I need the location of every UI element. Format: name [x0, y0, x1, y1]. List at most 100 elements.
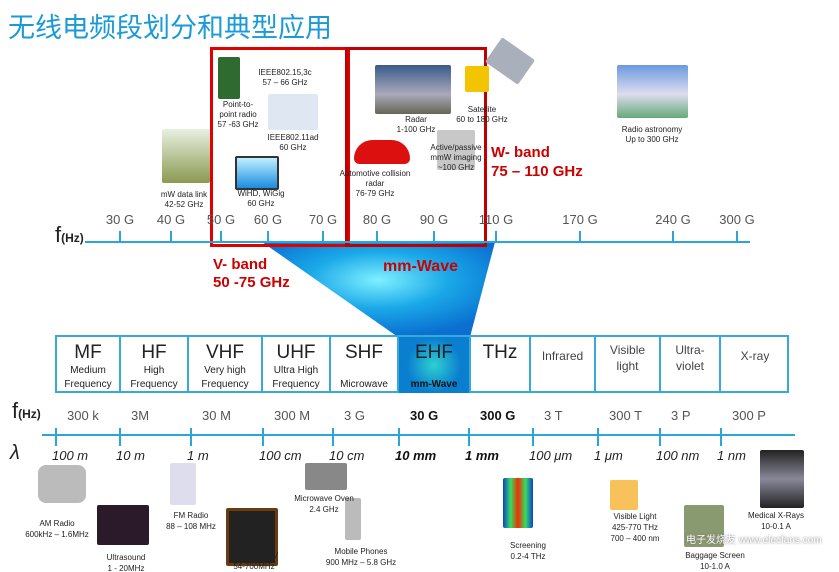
mm-wave-label: mm-Wave	[383, 258, 458, 275]
v-band-name: V- band	[213, 256, 268, 273]
top-tick	[433, 231, 435, 242]
f-label: f	[12, 398, 19, 423]
w-band-name: W- band	[491, 144, 550, 161]
band-name: Ultra-	[675, 343, 705, 357]
light-bulb-image	[610, 480, 638, 510]
band-name: Infrared	[541, 349, 584, 363]
soldier-image	[218, 57, 240, 99]
app-label-line: 60 GHz	[247, 199, 275, 208]
v-band-box	[210, 47, 350, 247]
app-label-line: 60 GHz	[279, 143, 307, 152]
watermark: 电子发烧友 www.elecfans.com	[686, 535, 822, 546]
body-scan-image	[437, 130, 475, 170]
top-tick-label: 110 G	[478, 212, 514, 227]
freq-label: 3 P	[671, 408, 691, 423]
freq-label: 300 P	[732, 408, 766, 423]
freq-label: 3 G	[344, 408, 365, 423]
bottom-tick	[190, 428, 192, 446]
screening-image	[503, 478, 533, 528]
band-desc: High	[143, 365, 165, 376]
satellite-dish-image	[465, 66, 489, 92]
app-label-line: Automotive collision	[339, 169, 411, 178]
title: 无线电频段划分和典型应用	[8, 13, 332, 44]
top-tick	[672, 231, 674, 242]
band-desc: Frequency	[272, 379, 320, 390]
band-abbr: VHF	[206, 342, 244, 363]
band-desc: Frequency	[130, 379, 178, 390]
band-abbr: UHF	[276, 342, 316, 363]
band-desc	[399, 365, 469, 377]
app-label-line: 1-100 GHz	[396, 125, 436, 134]
top-tick	[267, 231, 269, 242]
app-label-line: 10-1.0 A	[700, 562, 730, 571]
bottom-tick	[532, 428, 534, 446]
tv-image	[226, 508, 278, 566]
app-label-line: 0.2-4 THz	[510, 552, 546, 561]
app-label-line: 42-52 GHz	[164, 200, 204, 209]
app-label-line: 88 – 108 MHz	[166, 522, 216, 531]
monitor-image	[235, 156, 279, 190]
app-label: FM Radio 88 – 108 MHz	[166, 510, 216, 532]
bottom-tick	[119, 428, 121, 446]
app-label-line: 76-79 GHz	[355, 189, 395, 198]
app-label-line: Baggage Screen	[685, 551, 745, 560]
v-band-range: 50 -75 GHz	[213, 274, 290, 291]
top-tick	[376, 231, 378, 242]
app-label-line: AM Radio	[39, 519, 75, 528]
top-tick-label: 170 G	[562, 212, 598, 227]
top-tick-label: 90 G	[419, 212, 449, 227]
bottom-axis-line	[42, 434, 795, 436]
freq-label: 300 M	[274, 408, 311, 423]
band-desc: Very high	[204, 365, 246, 376]
lambda-label: λ	[10, 442, 20, 464]
app-label-line: mW data link	[160, 190, 208, 199]
am-radio-image	[38, 465, 86, 503]
wavelength-label: 100 nm	[656, 448, 700, 463]
app-label-line: IEEE802.15,3c	[258, 68, 312, 77]
band-name: violet	[675, 359, 704, 373]
bottom-tick	[332, 428, 334, 446]
freq-label: 3 T	[544, 408, 563, 423]
bottom-tick	[262, 428, 264, 446]
wavelength-label: 100 cm	[259, 448, 302, 463]
app-label-line: Up to 300 GHz	[625, 135, 679, 144]
baggage-image	[684, 505, 724, 547]
bottom-tick	[659, 428, 661, 446]
app-label-line: Radio astronomy	[621, 125, 683, 134]
app-label-line: Visible Light	[613, 512, 657, 521]
band-desc: Microwave	[340, 379, 388, 390]
top-tick-label: 300 G	[719, 212, 755, 227]
hz-unit: (Hz)	[18, 407, 41, 421]
top-tick	[579, 231, 581, 242]
band-abbr: EHF	[415, 342, 453, 363]
app-label-line: FM Radio	[173, 511, 209, 520]
radar-image	[375, 65, 451, 114]
band-desc: mm-Wave	[410, 379, 458, 390]
mobile-phone-image	[345, 498, 361, 540]
bottom-tick	[597, 428, 599, 446]
xray-image	[760, 450, 804, 508]
app-label-line: Microwave Oven	[294, 494, 354, 503]
freq-label: 30 G	[410, 408, 439, 423]
app-label-line: mmW imaging	[430, 153, 482, 162]
wavelength-label: 10 mm	[395, 448, 437, 463]
wavelength-label: 10 m	[116, 448, 145, 463]
band-cell-ultra: Ultra-violet	[661, 337, 721, 393]
top-tick-label: 240 G	[655, 212, 691, 227]
f-label: f	[55, 222, 62, 247]
